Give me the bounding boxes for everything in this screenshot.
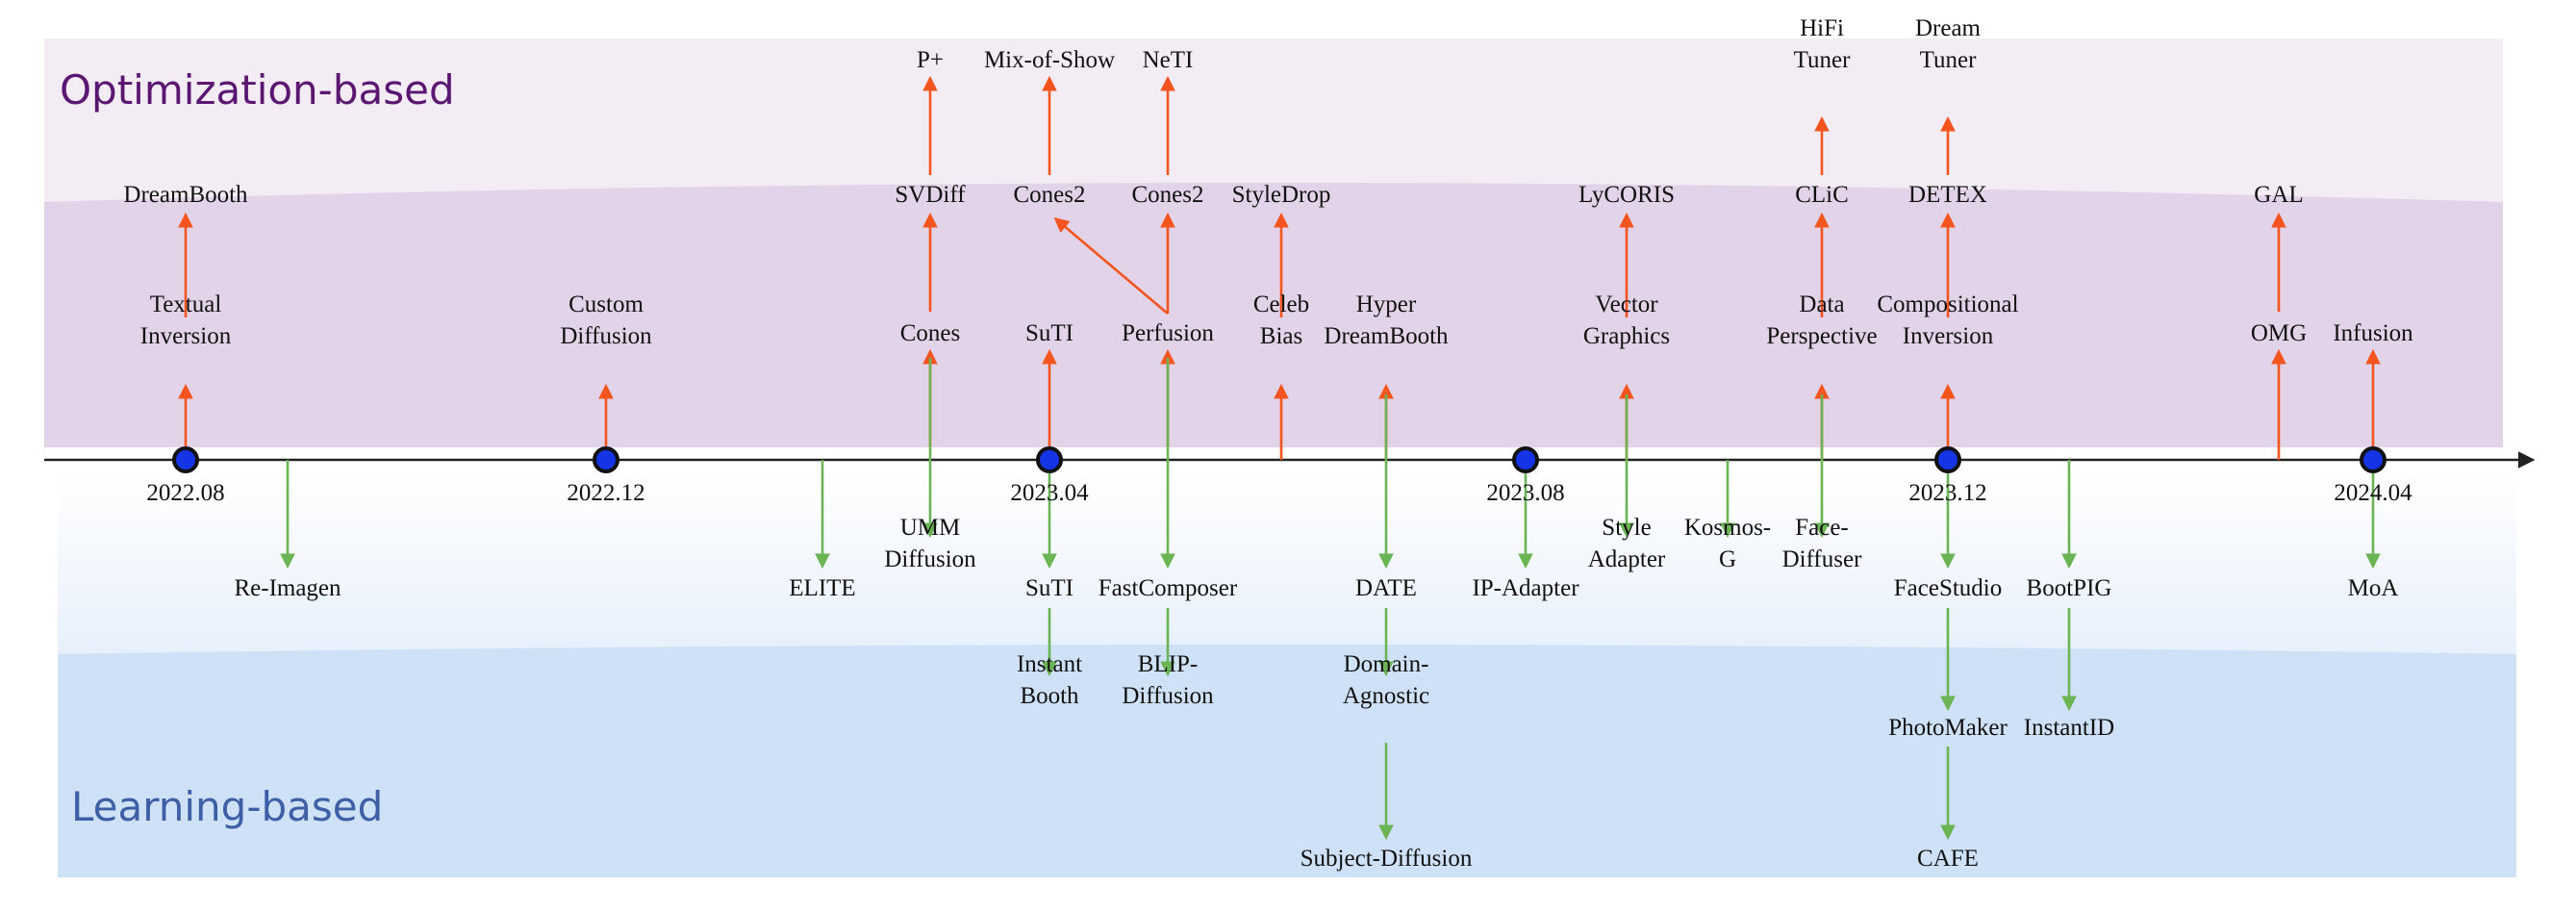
date-marker-2024-04 <box>2360 446 2387 473</box>
date-label: 2023.12 <box>1908 480 1986 506</box>
method-styledrop: StyleDrop <box>1232 182 1331 208</box>
method-bootpig: BootPIG <box>2027 575 2112 601</box>
method-ip-adapter: IP-Adapter <box>1472 575 1579 601</box>
date-label: 2022.08 <box>146 480 224 506</box>
method-moa: MoA <box>2348 575 2399 601</box>
date-marker-2023-12 <box>1934 446 1961 473</box>
method-fastcomposer: FastComposer <box>1099 575 1238 601</box>
method-suti-bottom: SuTI <box>1025 575 1073 601</box>
method-svdiff: SVDiff <box>895 182 966 208</box>
method-cones: Cones <box>900 320 961 346</box>
method-mix-of-show: Mix-of-Show <box>984 47 1115 73</box>
date-label: 2022.12 <box>567 480 644 506</box>
date-marker-2023-08 <box>1512 446 1539 473</box>
method-elite: ELITE <box>789 575 855 601</box>
method-kosmos-g: Kosmos-G <box>1684 515 1771 572</box>
date-markers <box>172 446 2387 473</box>
date-label: 2023.04 <box>1010 480 1089 506</box>
method-instantid: InstantID <box>2024 715 2114 741</box>
learning-arrows <box>280 358 2381 841</box>
date-marker-2022-08 <box>172 446 199 473</box>
learning-region <box>58 473 2516 877</box>
method-gal: GAL <box>2254 182 2303 208</box>
method-cafe: CAFE <box>1917 846 1979 872</box>
method-p-plus: P+ <box>917 47 944 73</box>
date-label: 2024.04 <box>2334 480 2412 506</box>
date-labels: 2022.08 2022.12 2023.04 2023.08 2023.12 … <box>146 480 2412 506</box>
method-infusion: Infusion <box>2333 320 2413 346</box>
optimization-title: Optimization-based <box>60 66 455 114</box>
method-cones2-b: Cones2 <box>1132 182 1204 208</box>
date-marker-2022-12 <box>593 446 619 473</box>
optimization-region <box>44 38 2503 447</box>
method-detex: DETEX <box>1908 182 1987 208</box>
method-neti: NeTI <box>1143 47 1194 73</box>
method-cones2-a: Cones2 <box>1014 182 1086 208</box>
method-subject-diffusion: Subject-Diffusion <box>1301 846 1473 872</box>
method-perfusion: Perfusion <box>1122 320 1214 346</box>
method-facestudio: FaceStudio <box>1894 575 2003 601</box>
method-lycoris: LyCORIS <box>1578 182 1675 208</box>
method-face-diffuser: Face-Diffuser <box>1782 515 1863 572</box>
method-date: DATE <box>1355 575 1417 601</box>
method-omg: OMG <box>2251 320 2307 346</box>
method-domain-agnostic: Domain-Agnostic <box>1343 651 1429 709</box>
arrow-cones2-a <box>1053 216 1169 315</box>
date-label: 2023.08 <box>1486 480 1564 506</box>
learning-title: Learning-based <box>71 783 383 830</box>
method-clic: CLiC <box>1795 182 1849 208</box>
method-photomaker: PhotoMaker <box>1888 715 2008 741</box>
method-suti-top: SuTI <box>1025 320 1073 346</box>
method-re-imagen: Re-Imagen <box>234 575 341 601</box>
method-dreambooth: DreamBooth <box>123 182 248 208</box>
method-blip-diffusion: BLIP-Diffusion <box>1122 651 1214 709</box>
date-marker-2023-04 <box>1036 446 1063 473</box>
